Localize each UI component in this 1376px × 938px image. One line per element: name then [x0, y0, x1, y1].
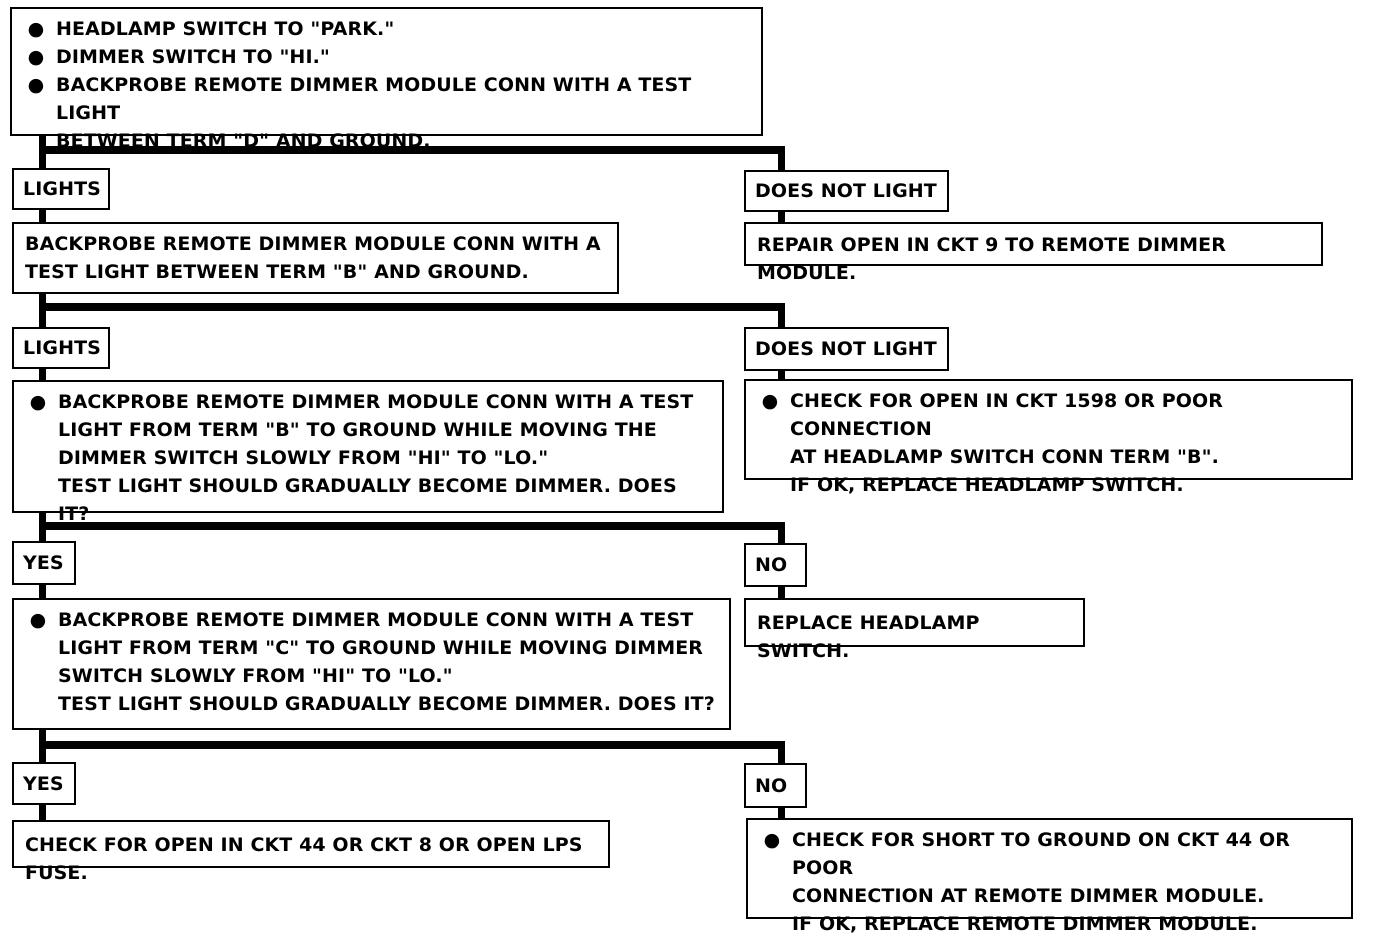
connector-line [778, 522, 785, 544]
step4-no-action-text: CHECK FOR SHORT TO GROUND ON CKT 44 OR P… [792, 829, 1290, 935]
step4-text: BACKPROBE REMOTE DIMMER MODULE CONN WITH… [58, 609, 715, 715]
connector-line [39, 367, 46, 382]
list-item: ● BACKPROBE REMOTE DIMMER MODULE CONN WIT… [22, 71, 751, 155]
step1-item-text: BACKPROBE REMOTE DIMMER MODULE CONN WITH… [56, 74, 692, 152]
branch-bar [39, 522, 785, 530]
step3-text: BACKPROBE REMOTE DIMMER MODULE CONN WITH… [58, 391, 694, 525]
step2-no-action: ● CHECK FOR OPEN IN CKT 1598 OR POOR CONN… [744, 379, 1353, 496]
step3-yes-label: YES [12, 541, 76, 585]
step4-yes-label: YES [12, 762, 76, 805]
step1-box: ● HEADLAMP SWITCH TO "PARK." ● DIMMER SWIT… [10, 7, 763, 152]
bullet-icon: ● [763, 829, 781, 851]
bullet-icon: ● [27, 18, 45, 40]
connector-line [778, 146, 785, 170]
step3-no-label: NO [744, 543, 807, 587]
list-item: ● CHECK FOR SHORT TO GROUND ON CKT 44 OR … [758, 826, 1341, 938]
list-item: ● HEADLAMP SWITCH TO "PARK." [22, 15, 751, 43]
connector-line [778, 369, 785, 381]
bullet-icon: ● [27, 74, 45, 96]
step2-no-action-text: CHECK FOR OPEN IN CKT 1598 OR POOR CONNE… [790, 390, 1224, 496]
step1-item-text: HEADLAMP SWITCH TO "PARK." [56, 18, 395, 40]
step1-yes-label: LIGHTS [12, 168, 110, 210]
connector-line [778, 210, 785, 224]
connector-line [778, 806, 785, 820]
step1-no-label: DOES NOT LIGHT [744, 170, 949, 212]
connector-line [39, 803, 46, 822]
bullet-icon: ● [761, 390, 779, 412]
connector-line [39, 583, 46, 600]
branch-bar [39, 303, 785, 311]
bullet-icon: ● [27, 46, 45, 68]
branch-bar [39, 741, 785, 749]
connector-line [778, 585, 785, 600]
bullet-icon: ● [29, 391, 47, 413]
connector-line [778, 303, 785, 329]
connector-line [778, 741, 785, 765]
step1-item-text: DIMMER SWITCH TO "HI." [56, 46, 330, 68]
list-item: ● CHECK FOR OPEN IN CKT 1598 OR POOR CONN… [756, 387, 1341, 499]
step2-yes-label: LIGHTS [12, 327, 110, 369]
list-item: ● BACKPROBE REMOTE DIMMER MODULE CONN WIT… [24, 388, 712, 528]
step2-no-label: DOES NOT LIGHT [744, 327, 949, 371]
bullet-icon: ● [29, 609, 47, 631]
branch-bar [39, 146, 785, 154]
step2-box: BACKPROBE REMOTE DIMMER MODULE CONN WITH… [12, 222, 619, 294]
step4-no-action: ● CHECK FOR SHORT TO GROUND ON CKT 44 OR … [746, 818, 1353, 935]
step3-no-action: REPLACE HEADLAMP SWITCH. [744, 598, 1085, 662]
step4-box: ● BACKPROBE REMOTE DIMMER MODULE CONN WIT… [12, 598, 731, 730]
connector-line [39, 208, 46, 224]
list-item: ● DIMMER SWITCH TO "HI." [22, 43, 751, 71]
step4-no-label: NO [744, 763, 807, 808]
step1-no-action: REPAIR OPEN IN CKT 9 TO REMOTE DIMMER MO… [744, 222, 1323, 284]
step3-box: ● BACKPROBE REMOTE DIMMER MODULE CONN WIT… [12, 380, 724, 525]
list-item: ● BACKPROBE REMOTE DIMMER MODULE CONN WIT… [24, 606, 719, 718]
step4-yes-action: CHECK FOR OPEN IN CKT 44 OR CKT 8 OR OPE… [12, 820, 610, 884]
